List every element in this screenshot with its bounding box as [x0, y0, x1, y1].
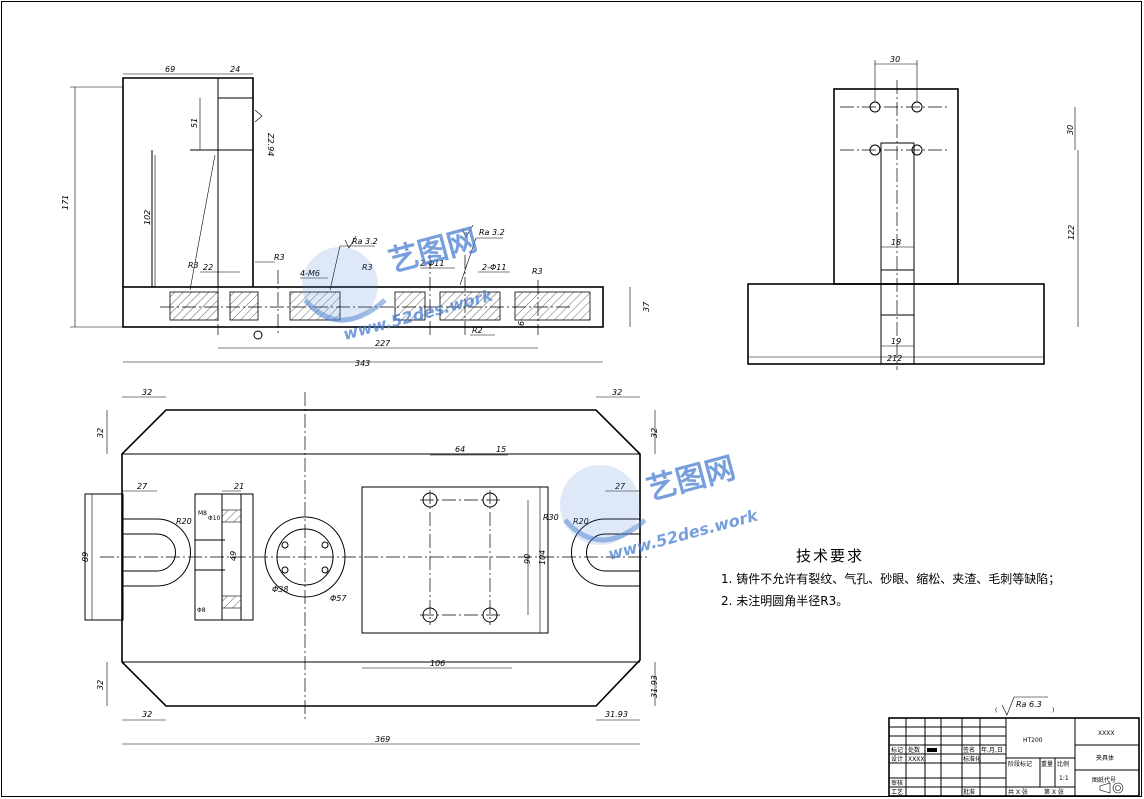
- sheets-count: 共 X 张: [1008, 788, 1028, 796]
- date-label: 年,月,日: [981, 746, 1003, 754]
- r20-label-right: R20: [573, 517, 589, 526]
- m8-label: M8: [198, 510, 207, 517]
- dim-89: 89: [81, 552, 90, 562]
- dim-30-top: 30: [890, 55, 900, 64]
- phi10-label: Φ10: [208, 515, 221, 522]
- notes-title: 技术要求: [796, 547, 864, 565]
- side-view: 30 30 122 18 19 212: [747, 55, 1079, 370]
- corner-dim-tr-v: 32: [650, 428, 659, 438]
- dim-22: 22: [203, 263, 213, 272]
- svg-text:(: (: [995, 707, 997, 714]
- designer: XXXX: [908, 756, 924, 763]
- corner-dim-tl: 32: [142, 388, 152, 397]
- projection-symbol-icon: [1099, 782, 1124, 794]
- mark-label: 标记: [891, 746, 903, 754]
- sign-label: 签名: [963, 746, 975, 754]
- dim-6: 6: [517, 321, 526, 326]
- dim-24: 24: [230, 65, 240, 74]
- watermark-2: 艺图网 www.52des.work: [560, 451, 761, 564]
- r30-label: R30: [543, 513, 559, 522]
- phi57-label: Φ57: [330, 594, 347, 603]
- corner-dim-br: 31.93: [605, 710, 628, 719]
- dim-18: 18: [891, 238, 901, 247]
- dim-343: 343: [355, 359, 370, 368]
- dim-51: 51: [190, 118, 199, 128]
- count-label: 处数: [908, 746, 920, 754]
- r3-label-b: R3: [274, 253, 285, 262]
- roughness-callout-a: Ra 3.2: [352, 237, 378, 246]
- corner-dim-bl-v: 32: [96, 680, 105, 690]
- scale-value: 1:1: [1059, 775, 1069, 782]
- standard-label: 标准化: [963, 755, 981, 763]
- dim-27-right: 27: [615, 482, 626, 491]
- dim-212: 212: [887, 354, 902, 363]
- corner-dim-tr: 32: [612, 388, 622, 397]
- stage-label: 阶段标记: [1008, 760, 1032, 768]
- top-view: 32 32 32 32 32 31.93 32 31.93 369 89 27 …: [81, 388, 659, 745]
- drawing-code: 图纸代号: [1092, 776, 1116, 784]
- dim-27-left: 27: [137, 482, 148, 491]
- corner-dim-tl-v: 32: [96, 428, 105, 438]
- dim-369: 369: [375, 735, 390, 744]
- front-view: 69 24 171 51 102 22 37 227 343 6 Z2.94 R…: [61, 65, 651, 368]
- corner-dim-bl: 32: [142, 710, 152, 719]
- watermark-1: 艺图网 www.52des.work: [302, 223, 496, 344]
- process-label: 工艺: [891, 788, 903, 796]
- svg-text:): ): [1052, 707, 1054, 714]
- scale-label: 比例: [1057, 760, 1069, 768]
- dim-90: 90: [523, 554, 532, 564]
- roughness-callout-b: Ra 3.2: [479, 228, 505, 237]
- weight-label: 重量: [1041, 760, 1053, 768]
- dim-49: 49: [229, 551, 238, 561]
- watermark-logo-1: 艺图网: [385, 223, 481, 280]
- material: HT200: [1023, 737, 1043, 744]
- r3-label-d: R3: [532, 267, 543, 276]
- dim-106: 106: [430, 659, 445, 668]
- r20-label-left: R20: [176, 517, 192, 526]
- dim-37: 37: [642, 301, 651, 312]
- dim-30-right: 30: [1066, 125, 1075, 135]
- notes-line-2: 2. 未注明圆角半径R3。: [721, 593, 848, 608]
- dim-122: 122: [1067, 225, 1076, 240]
- general-roughness-value: Ra 6.3: [1016, 700, 1042, 709]
- dim-21: 21: [234, 482, 244, 491]
- r3-label-c: R3: [362, 263, 373, 272]
- design-label: 设计: [891, 755, 903, 763]
- general-roughness: ( ) Ra 6.3: [995, 696, 1054, 716]
- technical-requirements: 技术要求 1. 铸件不允许有裂纹、气孔、砂眼、缩松、夹渣、毛刺等缺陷； 2. 未…: [721, 547, 1060, 608]
- r2-label: R2: [472, 326, 483, 335]
- tolerance-label: Z2.94: [266, 132, 275, 156]
- dim-69: 69: [165, 65, 175, 74]
- dim-64: 64: [455, 445, 465, 454]
- holes-label-a: 2-Φ11: [420, 259, 444, 268]
- holes-label-b: 2-Φ11: [482, 263, 506, 272]
- dim-15: 15: [496, 445, 506, 454]
- phi38-label: Φ38: [272, 585, 288, 594]
- phi8-label: Φ8: [197, 607, 206, 614]
- m6-holes-label: 4-M6: [300, 269, 320, 278]
- sheet-number: 第 X 张: [1044, 788, 1064, 796]
- dim-171: 171: [61, 195, 70, 210]
- drawing-name: XXXX: [1098, 730, 1114, 737]
- part-name: 夹具体: [1096, 754, 1114, 762]
- dim-19: 19: [891, 337, 901, 346]
- corner-dim-br-v: 31.93: [650, 675, 659, 698]
- watermark-logo-2: 艺图网: [643, 451, 739, 508]
- title-block: HT200 XXXX 夹具体 图纸代号 阶段标记 重量 比例 1:1 共 X 张…: [888, 717, 1140, 797]
- notes-line-1: 1. 铸件不允许有裂纹、气孔、砂眼、缩松、夹渣、毛刺等缺陷；: [721, 571, 1060, 586]
- approve-label: 批准: [963, 788, 975, 796]
- r3-label-a: R3: [188, 261, 199, 270]
- dim-102: 102: [143, 210, 152, 225]
- dim-227: 227: [375, 339, 391, 348]
- dim-104: 104: [538, 550, 547, 565]
- review-label: 审核: [891, 779, 903, 787]
